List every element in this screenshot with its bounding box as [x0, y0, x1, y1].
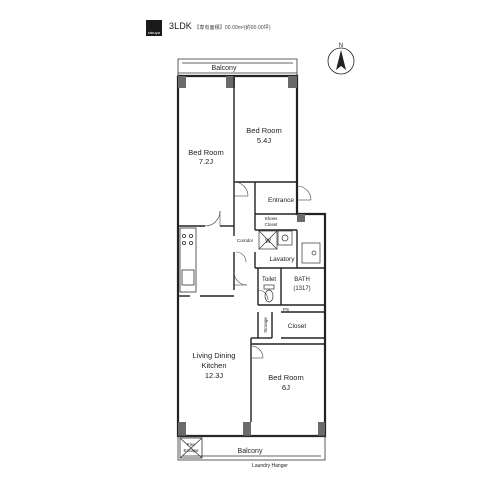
kitchen-counter — [179, 227, 197, 293]
washer-label: W — [265, 239, 271, 245]
doors — [204, 181, 312, 359]
ldk-line1: Living Dining — [193, 351, 236, 360]
interior-walls — [178, 76, 325, 422]
wall-columns — [178, 76, 325, 436]
lavatory-label: Lavatory — [270, 256, 296, 263]
bath-size: (1317) — [293, 286, 310, 292]
bath-name: BATH — [294, 277, 310, 283]
laundry-hanger-label: Laundry Hanger — [252, 463, 288, 469]
ps-label: PS — [283, 307, 289, 312]
bedroom-left-size: 7.2J — [199, 157, 213, 166]
bedroom-bottom-size: 6J — [282, 383, 290, 392]
brand-logo-text: rakuya — [147, 30, 160, 35]
north-arrow-icon — [327, 47, 355, 75]
north-label: N — [339, 43, 343, 49]
ldk-line2: Kitchen — [201, 361, 226, 370]
plan-header: 3LDK 【専有面積】00.00m²(約00.00坪) — [169, 21, 271, 31]
shoes-closet-line2: Closet — [265, 222, 279, 227]
bedroom-top-right-size: 5.4J — [257, 136, 271, 145]
balcony-top — [177, 58, 298, 76]
shoes-closet-line1: Shoes — [265, 216, 279, 221]
storage-label: Storage — [263, 317, 268, 333]
toilet-icon — [263, 284, 275, 303]
bedroom-bottom-name: Bed Room — [268, 373, 303, 382]
fire-escape-line1: Fire — [187, 442, 195, 447]
sink-icon — [277, 230, 293, 246]
plan-area: 【専有面積】00.00m²(約00.00坪) — [194, 25, 271, 31]
balcony-bottom-label: Balcony — [238, 448, 263, 455]
ldk-size: 12.3J — [205, 371, 224, 380]
closet-label: Closet — [288, 323, 307, 330]
brand-logo: rakuya — [146, 20, 162, 36]
entrance-label: Entrance — [268, 197, 294, 204]
balcony-bottom — [177, 435, 326, 461]
washer-icon — [258, 230, 278, 250]
plan-type: 3LDK — [169, 21, 192, 31]
bathtub-icon — [301, 242, 321, 264]
balcony-top-label: Balcony — [212, 65, 237, 72]
fire-escape-line2: Escape — [183, 448, 199, 453]
bedroom-left-name: Bed Room — [188, 148, 223, 157]
corridor-label: Corridor — [237, 238, 254, 243]
bedroom-top-right-name: Bed Room — [246, 126, 281, 135]
toilet-label: Toilet — [262, 277, 276, 283]
